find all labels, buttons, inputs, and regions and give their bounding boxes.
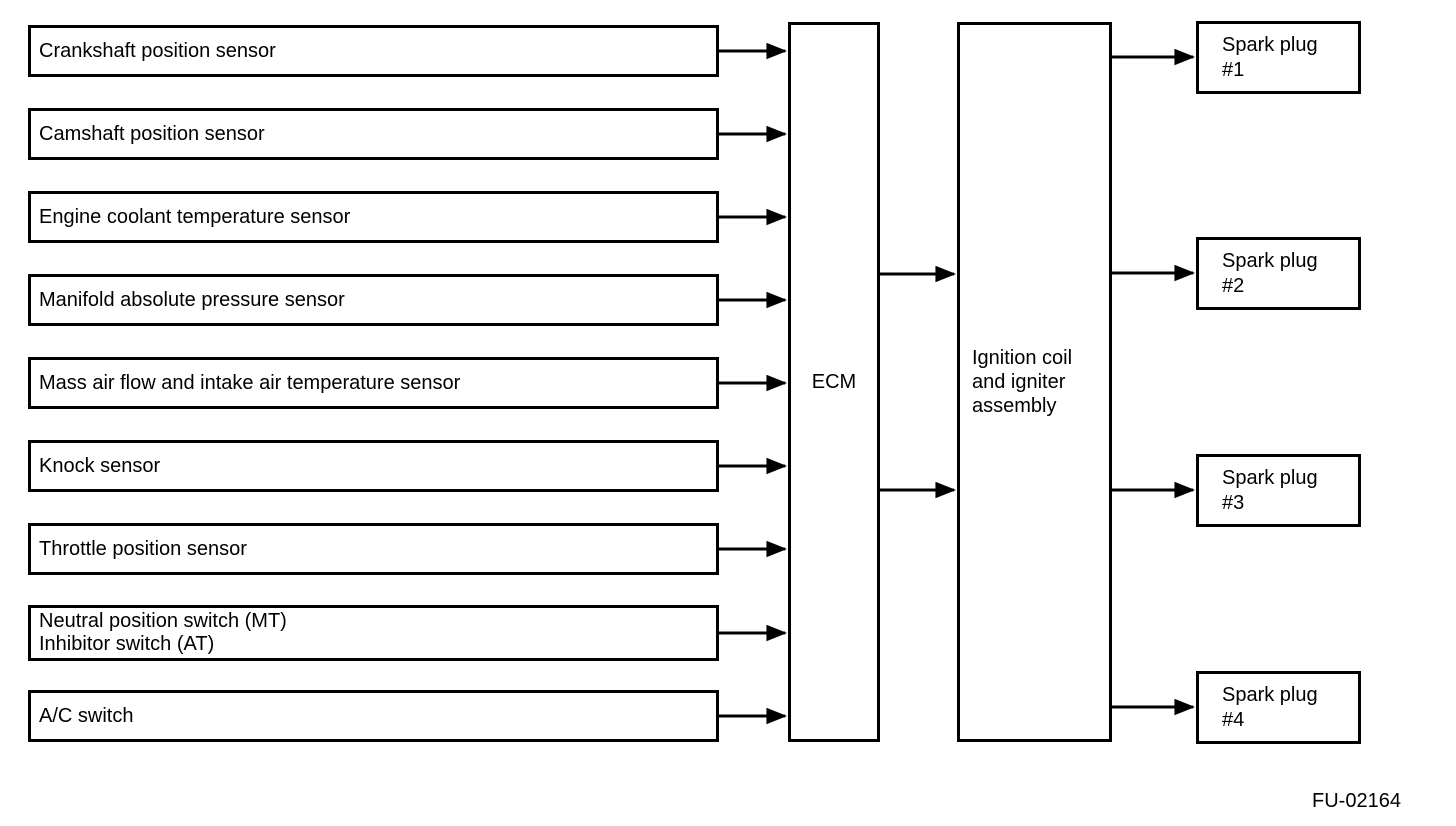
ignition-label-line3: assembly [972,395,1057,417]
sensor-box-manifold-absolute-pressure: Manifold absolute pressure sensor [28,274,719,326]
sensor-box-engine-coolant-temperature: Engine coolant temperature sensor [28,191,719,243]
spark-plug-number: #1 [1222,58,1245,81]
sensor-label: Camshaft position sensor [39,122,265,145]
spark-plug-label: Spark plug [1222,249,1318,272]
ecm-box: ECM [788,22,880,742]
spark-plug-number: #3 [1222,491,1245,514]
spark-plug-3-box: Spark plug #3 [1196,454,1361,527]
ignition-label-line1: Ignition coil [972,347,1073,369]
spark-plug-2-box: Spark plug #2 [1196,237,1361,310]
ignition-label-line2: and igniter [972,371,1066,393]
sensor-label-line2: Inhibitor switch (AT) [39,633,215,655]
spark-plug-label: Spark plug [1222,33,1318,56]
sensor-label: Knock sensor [39,454,161,477]
sensor-label: Mass air flow and intake air temperature… [39,371,461,394]
sensor-box-knock: Knock sensor [28,440,719,492]
spark-plug-number: #4 [1222,708,1245,731]
spark-plug-label: Spark plug [1222,466,1318,489]
sensor-label-line1: Neutral position switch (MT) [39,610,287,632]
spark-plug-number: #2 [1222,274,1245,297]
sensor-label: Manifold absolute pressure sensor [39,288,345,311]
spark-plug-4-box: Spark plug #4 [1196,671,1361,744]
ecm-label: ECM [811,370,857,393]
sensor-box-camshaft-position: Camshaft position sensor [28,108,719,160]
sensor-label: A/C switch [39,704,134,727]
sensor-box-crankshaft-position: Crankshaft position sensor [28,25,719,77]
spark-plug-label: Spark plug [1222,683,1318,706]
sensor-box-neutral-position-inhibitor-switch: Neutral position switch (MT) Inhibitor s… [28,605,719,661]
sensor-label: Throttle position sensor [39,537,247,560]
sensor-label: Engine coolant temperature sensor [39,205,351,228]
spark-plug-1-box: Spark plug #1 [1196,21,1361,94]
sensor-label: Crankshaft position sensor [39,39,276,62]
sensor-box-throttle-position: Throttle position sensor [28,523,719,575]
sensor-box-ac-switch: A/C switch [28,690,719,742]
sensor-box-mass-air-flow-intake-air-temperature: Mass air flow and intake air temperature… [28,357,719,409]
ignition-coil-igniter-assembly-box: Ignition coil and igniter assembly [957,22,1112,742]
figure-code: FU-02164 [1312,790,1401,812]
